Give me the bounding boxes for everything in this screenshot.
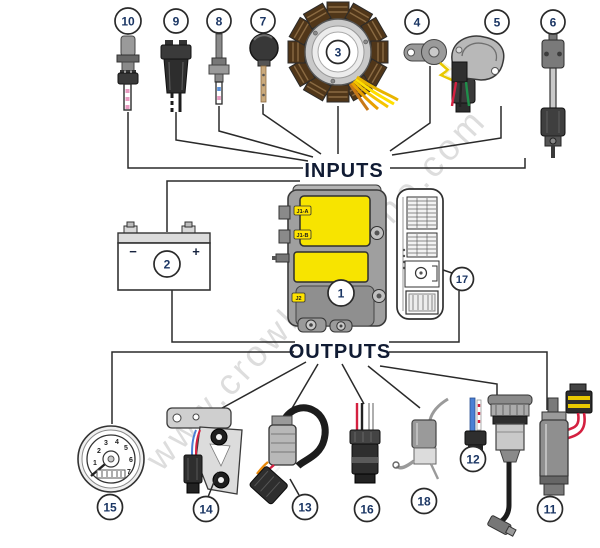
dial-3: 3: [104, 440, 108, 447]
callout-13: 13: [291, 493, 319, 521]
line-outputs-to-17: [389, 291, 460, 343]
line-output-12: [379, 365, 498, 396]
dial-2: 2: [97, 448, 101, 455]
tag-j1a-text: J1-A: [297, 209, 309, 215]
callout-12: 12: [459, 445, 487, 473]
tag-j1b-text: J1-B: [297, 233, 309, 239]
line-output-18: [367, 365, 421, 409]
sensor-6-icon: [540, 27, 566, 158]
callout-5-number: 5: [494, 16, 501, 30]
ecm-connector-tag-j1b: J1-B: [293, 229, 312, 240]
callout-6: 6: [540, 9, 566, 35]
dial-1: 1: [93, 460, 97, 467]
dial-4: 4: [115, 439, 119, 446]
callout-8-number: 8: [216, 15, 223, 29]
line-input-8: [218, 106, 314, 158]
callout-4-number: 4: [414, 16, 421, 30]
line-input-6: [390, 158, 526, 169]
line-output-14: [212, 361, 307, 414]
callout-15-number: 15: [103, 501, 117, 515]
temp-sensor-8-icon: [208, 33, 230, 105]
battery-minus-symbol: −: [129, 244, 137, 259]
water-sensor-10-icon: [116, 35, 140, 111]
relay-18-icon: [392, 397, 449, 480]
line-output-15: [111, 351, 294, 424]
input-connection-lines: [127, 66, 526, 169]
callout-2-number: 2: [164, 258, 171, 272]
line-output-11: [389, 351, 548, 410]
callout-1: 1: [327, 279, 355, 307]
callout-4: 4: [404, 9, 430, 35]
ignition-coil-13-icon: [249, 404, 329, 505]
callout-17-number: 17: [456, 274, 468, 286]
switch-bracket-14-icon: [166, 407, 243, 498]
callout-13-number: 13: [298, 501, 312, 515]
callout-10: 10: [114, 7, 142, 35]
round-sensor-7-icon: [249, 33, 279, 103]
leader-14: [207, 471, 219, 498]
ecm-label-plate-small: [293, 251, 369, 283]
ecm-connector-tag-j2: J2: [291, 292, 306, 303]
line-output-13: [290, 363, 319, 411]
ecm-label-plate-large: [299, 195, 371, 247]
line-input-4: [389, 66, 431, 152]
callout-15: 15: [96, 493, 124, 521]
sensor-connector-9-icon: [160, 40, 192, 112]
tachometer-15-icon: 1 2 3 4 5 6 7: [77, 425, 145, 493]
callout-14-number: 14: [199, 503, 213, 517]
dial-7: 7: [127, 469, 131, 476]
callout-8: 8: [206, 8, 232, 34]
stator-wires: [348, 75, 399, 111]
outputs-label: OUTPUTS: [289, 341, 392, 363]
leader-13: [289, 478, 300, 496]
ecm-connector-tag-j1a: J1-A: [293, 205, 312, 216]
battery-plus-symbol: +: [192, 244, 200, 259]
callout-10-number: 10: [121, 15, 135, 29]
callout-7-number: 7: [260, 15, 267, 29]
callout-12-number: 12: [466, 453, 480, 467]
line-battery-to-outputs: [171, 290, 295, 343]
callout-14: 14: [192, 495, 220, 523]
dial-6: 6: [129, 457, 133, 464]
callout-7: 7: [250, 8, 276, 34]
tps-sensor-5-icon: [450, 35, 505, 108]
line-output-16: [341, 363, 365, 405]
callout-11-number: 11: [544, 503, 557, 517]
middle-connection-lines: [166, 180, 460, 343]
callout-11: 11: [536, 495, 564, 523]
callout-2: 2: [153, 250, 181, 278]
tag-j2-text: J2: [295, 296, 301, 302]
line-input-5: [391, 106, 502, 156]
callout-16-number: 16: [360, 503, 374, 517]
dial-5: 5: [124, 445, 128, 452]
line-inputs-to-battery: [166, 180, 300, 232]
line-input-9: [175, 112, 309, 162]
callout-18-number: 18: [417, 495, 431, 509]
callout-16: 16: [353, 495, 381, 523]
callout-9: 9: [163, 8, 189, 34]
output-connection-lines: [111, 351, 548, 424]
callout-3-number: 3: [335, 46, 342, 60]
ecm-side-view-17-icon: [396, 188, 444, 320]
line-input-10: [127, 112, 303, 169]
harness-connector-16-icon: [349, 403, 381, 484]
callout-9-number: 9: [173, 15, 180, 29]
line-input-7: [262, 104, 322, 155]
callout-18: 18: [410, 487, 438, 515]
pump-11-icon: [539, 383, 593, 496]
callout-5: 5: [484, 9, 510, 35]
inputs-label: INPUTS: [304, 160, 383, 182]
callout-17: 17: [449, 266, 475, 292]
ecm-module-1-icon: J1-A J1-B J2: [272, 184, 387, 333]
callout-1-number: 1: [338, 287, 345, 301]
callout-6-number: 6: [550, 16, 557, 30]
callout-3: 3: [325, 39, 351, 65]
